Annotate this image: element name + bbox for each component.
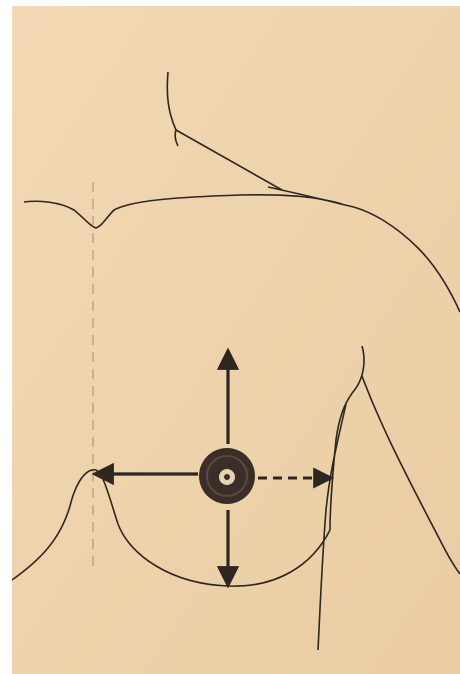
paper-background	[12, 6, 460, 674]
breast-diagram	[12, 6, 460, 674]
nipple-dot	[224, 474, 230, 480]
illustration-paper	[12, 6, 460, 674]
nipple-areola	[199, 448, 255, 504]
